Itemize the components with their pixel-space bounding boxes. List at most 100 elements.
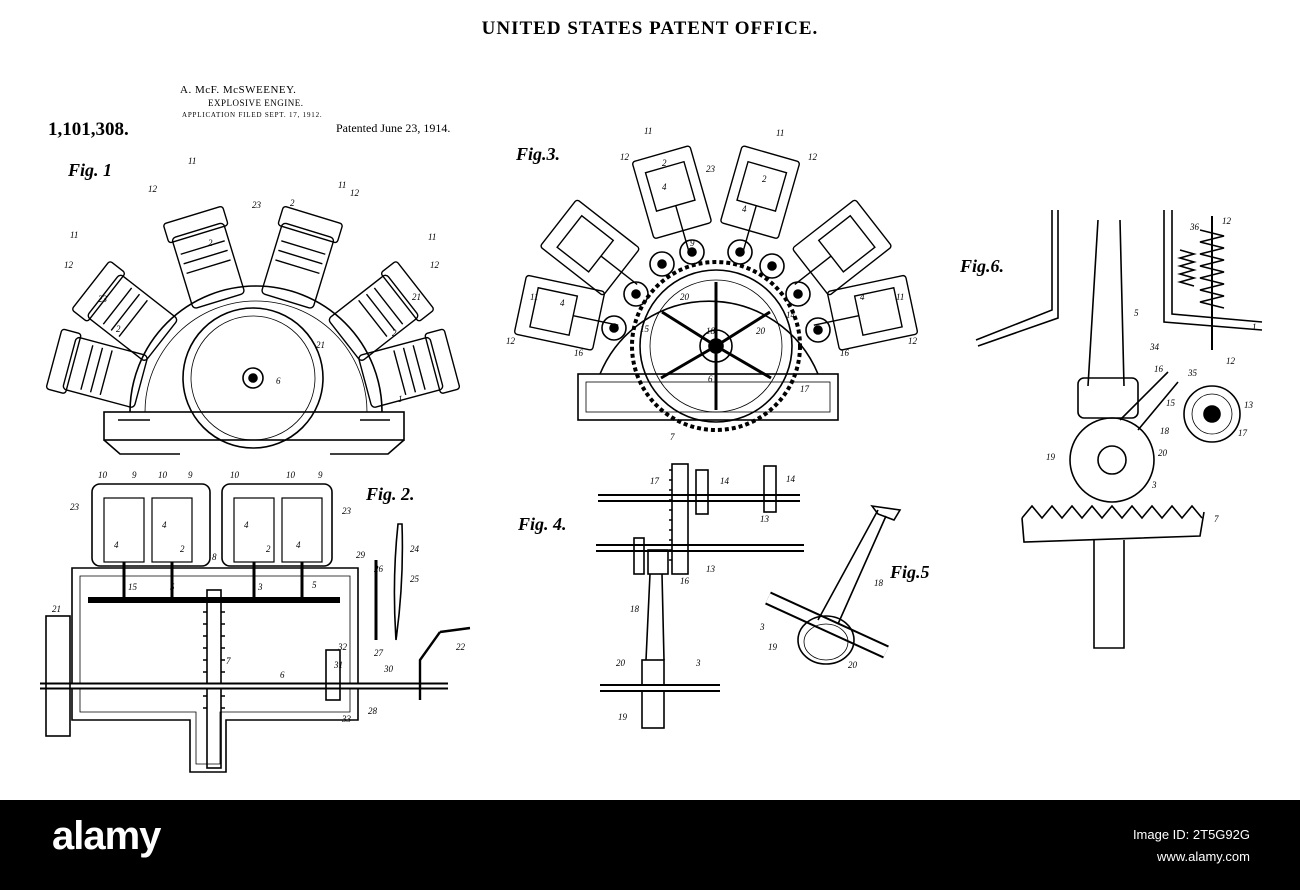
numeral-11: 11	[530, 292, 538, 302]
numeral-29: 29	[356, 550, 366, 560]
numeral-2: 2	[290, 198, 295, 208]
numeral-17: 17	[1238, 428, 1248, 438]
figure-2-label: Fig. 2.	[365, 484, 415, 504]
numeral-3: 3	[759, 622, 765, 632]
numeral-16: 16	[574, 348, 584, 358]
numeral-12: 12	[350, 188, 360, 198]
numeral-7: 7	[226, 656, 231, 666]
numeral-18: 18	[1160, 426, 1170, 436]
numeral-10: 10	[230, 470, 240, 480]
numeral-9: 9	[318, 470, 323, 480]
figure-6-label: Fig.6.	[959, 256, 1004, 276]
numeral-35: 35	[1187, 368, 1198, 378]
numeral-2: 2	[762, 174, 767, 184]
numeral-12: 12	[620, 152, 630, 162]
figure-4-drawing: Fig. 4. 17 14 14 13 13 16 18 20	[517, 464, 804, 728]
figure-2-drawing: Fig. 2.	[40, 470, 470, 772]
numeral-17: 17	[800, 384, 810, 394]
numeral-16: 16	[680, 576, 690, 586]
numeral-12: 12	[1226, 356, 1236, 366]
numeral-17: 17	[650, 476, 660, 486]
figure-3-label: Fig.3.	[515, 144, 560, 164]
numeral-12: 12	[808, 152, 818, 162]
numeral-4: 4	[114, 540, 119, 550]
watermark-footer-bar: alamy Image ID: 2T5G92G www.alamy.com	[0, 800, 1300, 890]
numeral-12: 12	[64, 260, 74, 270]
numeral-6: 6	[708, 374, 713, 384]
numeral-23: 23	[98, 294, 108, 304]
numeral-9: 9	[132, 470, 137, 480]
numeral-5: 5	[1134, 308, 1139, 318]
numeral-11: 11	[896, 292, 904, 302]
numeral-18: 18	[706, 326, 716, 336]
numeral-20: 20	[616, 658, 626, 668]
numeral-6: 6	[276, 376, 281, 386]
numeral-23: 23	[252, 200, 262, 210]
numeral-12: 12	[908, 336, 918, 346]
numeral-1: 1	[398, 394, 403, 404]
numeral-15: 15	[128, 582, 138, 592]
figure-3-drawing: Fig.3.	[506, 126, 918, 442]
numeral-36: 36	[1189, 222, 1200, 232]
numeral-5: 5	[170, 582, 175, 592]
numeral-8: 8	[212, 552, 217, 562]
numeral-24: 24	[410, 544, 420, 554]
numeral-5: 5	[312, 580, 317, 590]
numeral-14: 14	[786, 310, 796, 320]
numeral-21: 21	[412, 292, 421, 302]
numeral-10: 10	[158, 470, 168, 480]
numeral-11: 11	[644, 126, 652, 136]
numeral-12: 12	[1222, 216, 1232, 226]
numeral-20: 20	[680, 292, 690, 302]
numeral-31: 31	[333, 660, 343, 670]
numeral-26: 26	[374, 564, 384, 574]
numeral-2: 2	[208, 238, 213, 248]
numeral-7: 7	[1214, 514, 1219, 524]
numeral-1: 1	[1252, 322, 1257, 332]
numeral-19: 19	[768, 642, 778, 652]
numeral-4: 4	[860, 292, 865, 302]
numeral-30: 30	[383, 664, 394, 674]
alamy-logo: alamy	[52, 814, 160, 859]
numeral-7: 7	[670, 432, 675, 442]
numeral-9: 9	[188, 470, 193, 480]
numeral-20: 20	[756, 326, 766, 336]
numeral-16: 16	[1154, 364, 1164, 374]
numeral-33: 33	[341, 714, 352, 724]
figure-1-label: Fig. 1	[67, 160, 112, 180]
numeral-10: 10	[286, 470, 296, 480]
numeral-3: 3	[1151, 480, 1157, 490]
numeral-11: 11	[776, 128, 784, 138]
numeral-4: 4	[244, 520, 249, 530]
image-id: Image ID: 2T5G92G	[1133, 824, 1250, 846]
numeral-14: 14	[786, 474, 796, 484]
numeral-2: 2	[180, 544, 185, 554]
numeral-18: 18	[874, 578, 884, 588]
numeral-32: 32	[337, 642, 348, 652]
numeral-20: 20	[848, 660, 858, 670]
numeral-4: 4	[560, 298, 565, 308]
numeral-12: 12	[506, 336, 516, 346]
numeral-2: 2	[392, 328, 397, 338]
numeral-18: 18	[630, 604, 640, 614]
numeral-14: 14	[720, 476, 730, 486]
numeral-15: 15	[640, 324, 650, 334]
numeral-3: 3	[257, 582, 263, 592]
numeral-4: 4	[662, 182, 667, 192]
numeral-19: 19	[618, 712, 628, 722]
numeral-21: 21	[52, 604, 61, 614]
numeral-10: 10	[98, 470, 108, 480]
numeral-11: 11	[188, 156, 196, 166]
numeral-11: 11	[70, 230, 78, 240]
numeral-20: 20	[1158, 448, 1168, 458]
numeral-12: 12	[430, 260, 440, 270]
numeral-23: 23	[342, 506, 352, 516]
image-meta: Image ID: 2T5G92G www.alamy.com	[1133, 824, 1250, 868]
numeral-4: 4	[742, 204, 747, 214]
numeral-4: 4	[162, 520, 167, 530]
figure-4-label: Fig. 4.	[517, 514, 567, 534]
numeral-11: 11	[428, 232, 436, 242]
numeral-13: 13	[706, 564, 716, 574]
numeral-2: 2	[266, 544, 271, 554]
numeral-11: 11	[338, 180, 346, 190]
